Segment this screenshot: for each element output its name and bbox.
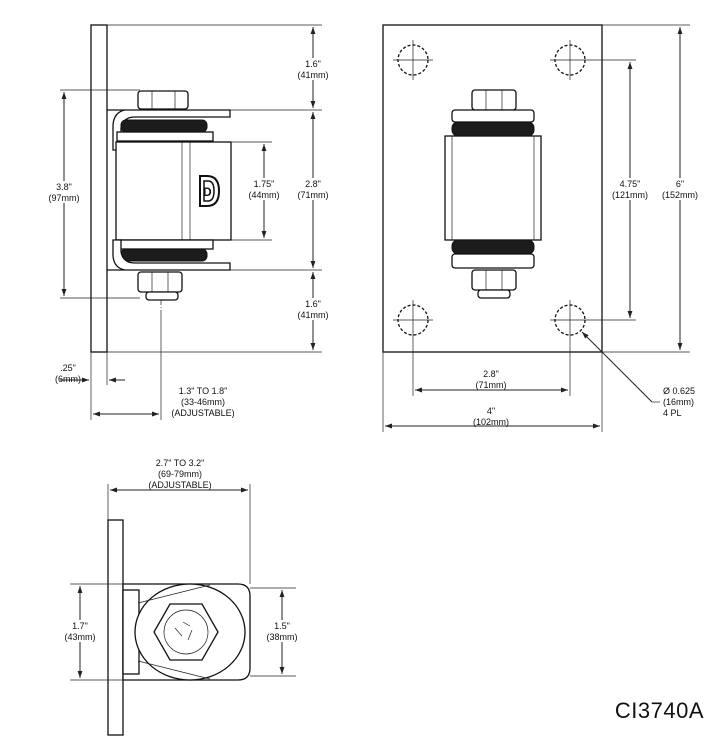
side-bottom-nut — [137, 271, 183, 293]
side-hinge-body — [115, 141, 232, 241]
front-dim-hole-horizontal-mm: (71mm) — [476, 380, 507, 390]
logo-mark: D — [199, 175, 221, 207]
side-dim-thickness-mm: (6mm) — [55, 374, 81, 384]
top-dim-overall-mm: (69-79mm) — [158, 469, 202, 479]
front-bottom-washer — [451, 239, 535, 255]
side-dim-offset-mm: (33-46mm) — [181, 397, 225, 407]
side-dim-body-in: 1.75" — [254, 179, 275, 189]
mounting-hole-top-left — [393, 40, 433, 80]
side-dim-body-mm: (44mm) — [249, 190, 280, 200]
front-dim-hole-vertical-mm: (121mm) — [612, 190, 648, 200]
hole-callout-diameter: Ø 0.625 — [663, 386, 695, 396]
side-lower-arm — [107, 239, 231, 271]
front-view: 4.75" (121mm) 6" (152mm) 2.8" (71mm) 4" … — [382, 24, 704, 432]
side-dim-top-mm: (41mm) — [298, 70, 329, 80]
front-dim-hole-horizontal-in: 2.8" — [483, 369, 499, 379]
side-dim-overall-mm: (97mm) — [49, 193, 80, 203]
front-dim-hole-vertical-in: 4.75" — [620, 179, 641, 189]
side-dim-offset-note: (ADJUSTABLE) — [171, 408, 234, 418]
top-view: 2.7" TO 3.2" (69-79mm) (ADJUSTABLE) 1.7"… — [58, 458, 304, 736]
side-top-nut — [137, 90, 189, 110]
side-dim-middle-in: 2.8" — [305, 179, 321, 189]
side-dim-bottom-in: 1.6" — [305, 299, 321, 309]
hole-callout-qty: 4 PL — [663, 408, 682, 418]
top-dim-overall-note: (ADJUSTABLE) — [148, 480, 211, 490]
model-code: CI3740A — [614, 698, 704, 723]
side-top-washer — [120, 119, 208, 133]
side-dim-offset-in: 1.3" TO 1.8" — [179, 386, 228, 396]
top-dim-overall-in: 2.7" TO 3.2" — [156, 458, 205, 468]
mounting-hole-bottom-left — [393, 300, 433, 340]
side-wall-plate — [90, 24, 108, 353]
side-dim-overall-in: 3.8" — [56, 182, 72, 192]
front-hinge-body — [444, 135, 542, 241]
logo-letter: D — [203, 185, 212, 199]
mounting-hole-top-right — [550, 40, 590, 80]
front-top-washer — [451, 121, 535, 137]
front-dim-height-in: 6" — [676, 179, 684, 189]
side-dim-middle-mm: (71mm) — [298, 190, 329, 200]
hole-callout-leader — [581, 331, 653, 403]
side-bottom-washer — [120, 248, 208, 262]
mounting-hole-bottom-right — [550, 300, 590, 340]
front-top-nut — [471, 89, 517, 111]
hole-callout-mm: (16mm) — [663, 397, 694, 407]
side-dim-thickness-in: .25" — [60, 363, 76, 373]
top-dim-right-mm: (38mm) — [267, 632, 298, 642]
side-view: D 1.6" (41mm) 2.8" (71mm) — [44, 24, 338, 420]
side-dim-bottom-mm: (41mm) — [298, 310, 329, 320]
top-wall-plate — [107, 519, 124, 736]
front-dim-width-in: 4" — [487, 406, 495, 416]
top-dim-left-mm: (43mm) — [65, 632, 96, 642]
top-hex-nut — [153, 603, 219, 661]
top-dim-left-in: 1.7" — [72, 621, 88, 631]
front-dim-height-mm: (152mm) — [662, 190, 698, 200]
side-dim-top-in: 1.6" — [305, 59, 321, 69]
top-dim-right-in: 1.5" — [274, 621, 290, 631]
front-dim-width-mm: (102mm) — [473, 417, 509, 427]
front-bottom-nut — [471, 269, 517, 291]
side-bolt-end — [145, 291, 179, 301]
